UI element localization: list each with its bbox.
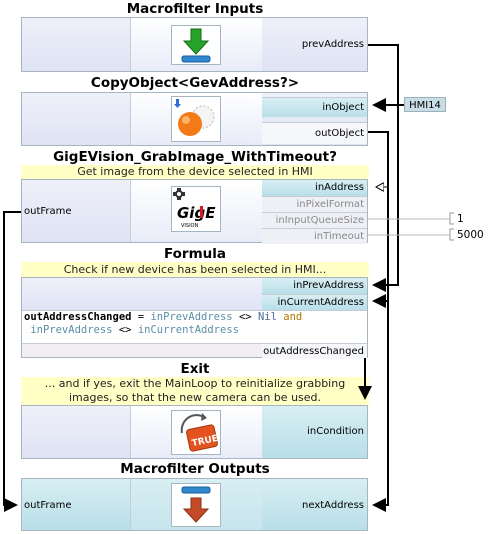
exit-comment: ... and if yes, exit the MainLoop to rei… (21, 377, 369, 405)
port-outframe[interactable]: outFrame (24, 206, 72, 217)
gige-logo-text: GigE (177, 204, 216, 222)
port-nextaddress[interactable]: nextAddress (302, 500, 364, 511)
macro-inputs-block[interactable]: prevAddress (21, 17, 368, 72)
exit-block[interactable]: inCondition TRUE (21, 405, 368, 459)
arrow-down-icon (171, 25, 221, 65)
port-inpixelformat[interactable]: inPixelFormat (262, 196, 367, 212)
formula-title: Formula (163, 246, 227, 262)
gige-comment: Get image from the device selected in HM… (21, 165, 369, 179)
port-inprevaddress[interactable]: inPrevAddress (262, 278, 367, 294)
wire-prevaddress[interactable] (368, 44, 399, 292)
exit-true-icon: TRUE (171, 410, 221, 455)
macro-outputs-block[interactable]: outFrame nextAddress (21, 478, 368, 531)
formula-expression[interactable]: outAddressChanged = inPrevAddress <> Nil… (24, 311, 303, 336)
gige-title: GigEVision_GrabImage_WithTimeout? (53, 149, 337, 165)
exit-comment-line2: images, so that the new camera can be us… (68, 391, 322, 404)
port-inaddress[interactable]: inAddress (262, 180, 367, 196)
copy-spheres-icon (171, 96, 221, 142)
port-prevaddress[interactable]: prevAddress (301, 39, 364, 50)
port-incurrentaddress[interactable]: inCurrentAddress (262, 294, 367, 310)
copy-object-block[interactable]: inObject outObject (21, 92, 368, 146)
formula-comment: Check if new device has been selected in… (21, 262, 369, 277)
port-outobject[interactable]: outObject (262, 122, 367, 144)
port-ininputqueuesize[interactable]: inInputQueueSize (262, 212, 367, 228)
timeout-value[interactable]: 5000 (457, 229, 484, 241)
port-intimeout[interactable]: inTimeout (262, 228, 367, 244)
port-outaddresschanged[interactable]: outAddressChanged (262, 343, 367, 359)
macro-inputs-title: Macrofilter Inputs (126, 1, 264, 17)
port-incondition[interactable]: inCondition (307, 426, 364, 437)
formula-block[interactable]: inPrevAddress inCurrentAddress outAddres… (21, 277, 368, 359)
arrow-down-out-icon (171, 483, 221, 527)
port-inobject[interactable]: inObject (262, 97, 367, 117)
hmi-binding-label[interactable]: HMI14 (404, 97, 446, 112)
gige-block[interactable]: outFrame inAddress inPixelFormat inInput… (21, 179, 368, 244)
macro-outputs-title: Macrofilter Outputs (120, 461, 270, 477)
gige-vision-icon: GigE VISION (171, 186, 221, 232)
exit-comment-line1: ... and if yes, exit the MainLoop to rei… (44, 377, 346, 390)
exit-title: Exit (180, 361, 210, 377)
copy-object-title: CopyObject<GevAddress?> (90, 75, 300, 91)
queue-size-value[interactable]: 1 (457, 213, 464, 225)
gige-logo-subtext: VISION (181, 223, 198, 229)
wire-outobject-nextaddress[interactable] (368, 131, 389, 512)
port-outframe-output[interactable]: outFrame (24, 500, 72, 511)
wire-outframe[interactable] (3, 211, 21, 512)
